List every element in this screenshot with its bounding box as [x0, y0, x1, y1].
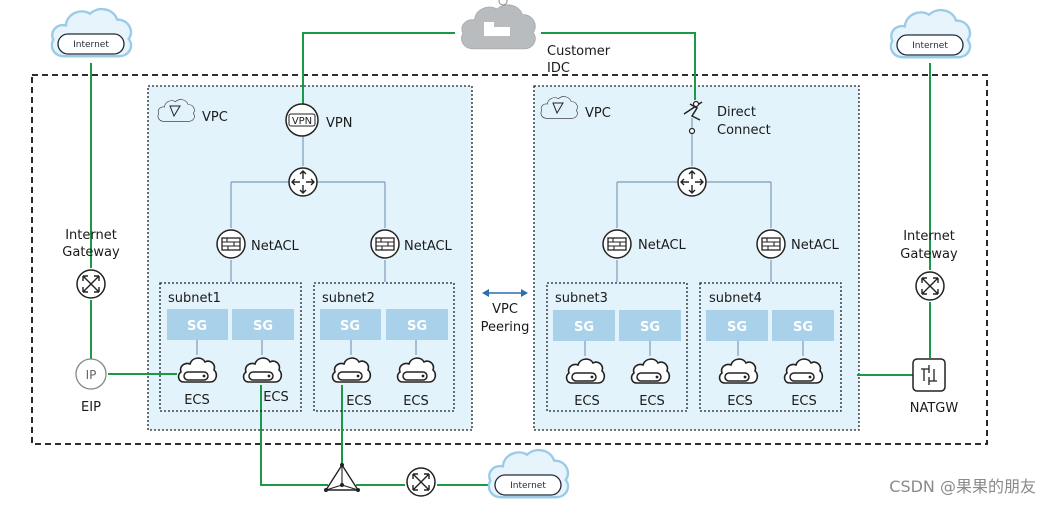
- subnet2-box: [313, 282, 455, 412]
- eip-icon[interactable]: [75, 358, 107, 390]
- internet-gateway-left-line2: Gateway: [62, 245, 120, 260]
- customer-idc-label-line1: Customer: [547, 44, 611, 59]
- subnet-label: subnet1: [168, 291, 221, 306]
- sg-block: [706, 310, 768, 341]
- ecs-label: ECS: [727, 394, 753, 409]
- internet-gateway-icon[interactable]: [76, 269, 106, 299]
- ecs-label: ECS: [403, 394, 429, 409]
- customer-idc-cloud-icon[interactable]: [461, 4, 536, 50]
- subnet3-box: [546, 282, 688, 412]
- load-balancer-icon[interactable]: [324, 463, 360, 492]
- internet-gateway-icon[interactable]: [915, 271, 945, 301]
- subnet4-box: [699, 282, 842, 412]
- sg-label: SG: [727, 320, 747, 335]
- internal-links: [196, 118, 804, 356]
- vpn-icon[interactable]: [285, 103, 319, 137]
- sg-label: SG: [793, 320, 813, 335]
- ecs-label: ECS: [346, 394, 372, 409]
- internet-cloud-label: Internet: [73, 40, 109, 50]
- internet-gateway-right-line2: Gateway: [900, 247, 958, 262]
- sg-block: [553, 310, 615, 341]
- subnet1-box: [159, 282, 302, 412]
- link-vpn-to-idc: [302, 32, 455, 104]
- natgw-icon[interactable]: [912, 358, 946, 392]
- sg-label: SG: [574, 320, 594, 335]
- eip-label: EIP: [81, 400, 101, 415]
- sg-block: [772, 310, 834, 341]
- ecs-label: ECS: [184, 393, 210, 408]
- router-icon[interactable]: [677, 167, 707, 197]
- ecs-label: ECS: [263, 390, 289, 405]
- internet-cloud-label: Internet: [912, 41, 948, 51]
- link-ecs-to-lb: [260, 385, 328, 486]
- ecs-label: ECS: [791, 394, 817, 409]
- sg-label: SG: [340, 319, 360, 334]
- customer-idc-label-line2: IDC: [547, 61, 570, 76]
- internet-pill: [896, 34, 964, 56]
- netacl-label: NetACL: [638, 238, 687, 253]
- outer-region-border: [31, 74, 988, 445]
- direct-connect-node: [692, 100, 700, 108]
- subnet-label: subnet4: [709, 291, 762, 306]
- bottom-internet-gateway-icon[interactable]: [406, 467, 436, 497]
- natgw-label: NATGW: [910, 401, 959, 416]
- netacl-icon[interactable]: [602, 229, 632, 259]
- vpc-left-label: VPC: [202, 110, 228, 125]
- sg-block: [619, 310, 681, 341]
- router-icon[interactable]: [288, 167, 318, 197]
- internet-pill: [494, 474, 562, 496]
- netacl-icon[interactable]: [216, 229, 246, 259]
- netacl-label: NetACL: [791, 238, 840, 253]
- netacl-icon[interactable]: [756, 229, 786, 259]
- sg-label: SG: [253, 319, 273, 334]
- subnet-label: subnet3: [555, 291, 608, 306]
- sg-block: [320, 309, 381, 340]
- netacl-icon[interactable]: [370, 229, 400, 259]
- internet-gateway-right-line1: Internet: [903, 229, 955, 244]
- sg-block: [386, 309, 448, 340]
- sg-label: SG: [640, 320, 660, 335]
- direct-connect-node: [688, 127, 696, 135]
- vpc-right-label: VPC: [585, 106, 611, 121]
- netacl-label: NetACL: [404, 239, 453, 254]
- netacl-label: NetACL: [251, 239, 300, 254]
- vpn-label: VPN: [326, 116, 352, 131]
- subnet-label: subnet2: [322, 291, 375, 306]
- vpc-peering-label-line2: Peering: [481, 320, 530, 335]
- eip-icon-text: IP: [86, 368, 97, 382]
- direct-connect-label-line2: Connect: [717, 123, 771, 138]
- internet-gateway-left-line1: Internet: [65, 228, 117, 243]
- direct-connect-label-line1: Direct: [717, 105, 756, 120]
- internet-cloud-label: Internet: [510, 481, 546, 491]
- building-icon: [484, 22, 510, 36]
- vpn-icon-text: VPN: [292, 116, 312, 127]
- sg-label: SG: [407, 319, 427, 334]
- vpc-cloud-glyph: [169, 102, 564, 118]
- internet-pill: [57, 33, 125, 55]
- green-links: [90, 32, 931, 486]
- sg-label: SG: [187, 319, 207, 334]
- ecs-label: ECS: [574, 394, 600, 409]
- ecs-label: ECS: [639, 394, 665, 409]
- sg-block: [232, 309, 294, 340]
- vpc-peering-arrow: [482, 289, 528, 297]
- vpc-peering-label-line1: VPC: [492, 302, 518, 317]
- idc-top-node: [498, 0, 508, 6]
- sg-block: [167, 309, 228, 340]
- watermark: CSDN @果果的朋友: [889, 477, 1036, 496]
- link-idc-to-direct-connect: [541, 32, 696, 100]
